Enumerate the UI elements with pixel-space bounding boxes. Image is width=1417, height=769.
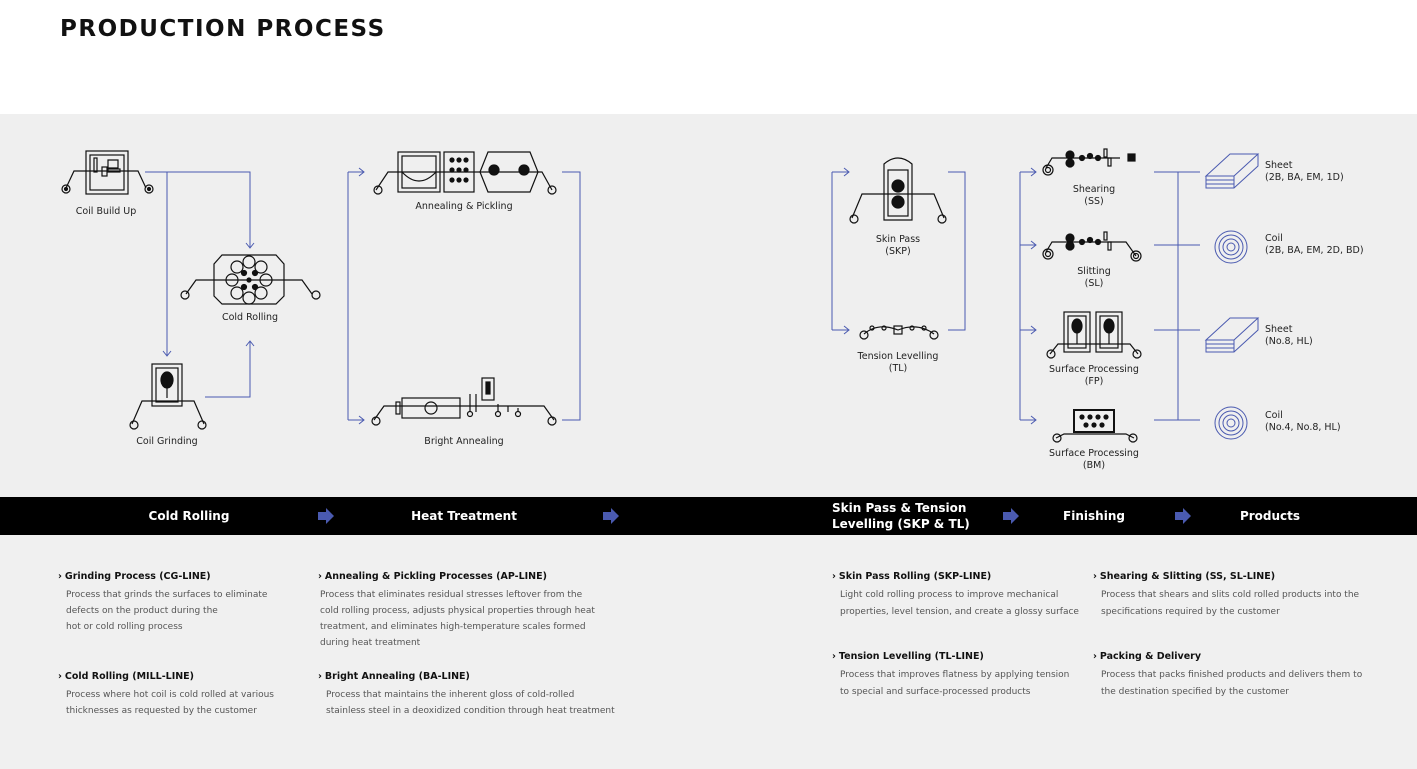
arrow-right-icon bbox=[1003, 508, 1019, 524]
shearing-line-icon bbox=[1042, 148, 1136, 176]
label-surface-processing-fp: Surface Processing(FP) bbox=[1049, 364, 1139, 388]
tension-levelling-name: Tension Levelling bbox=[857, 351, 939, 362]
sheet-icon bbox=[1204, 153, 1260, 189]
annealing-pickling-icon bbox=[373, 151, 557, 195]
desc-text: Process where hot coil is cold rolled at… bbox=[66, 690, 274, 716]
desc-grinding: ›Grinding Process (CG-LINE)Process that … bbox=[58, 571, 328, 635]
desc-shearing: ›Shearing & Slitting (SS, SL-LINE) Proces… bbox=[1093, 571, 1393, 621]
tension-levelling-code: (TL) bbox=[888, 363, 908, 374]
label-shearing: Shearing(SS) bbox=[1073, 184, 1115, 208]
desc-title: Tension Levelling (TL-LINE) bbox=[838, 651, 984, 662]
surface-fp-name: Surface Processing bbox=[1049, 364, 1139, 375]
surface-processing-fp-icon bbox=[1046, 311, 1142, 359]
product-name: Coil bbox=[1265, 410, 1283, 421]
label-bright-annealing: Bright Annealing bbox=[424, 436, 504, 447]
skin-pass-name: Skin Pass bbox=[875, 234, 921, 245]
product-grades: (2B, BA, EM, 2D, BD) bbox=[1265, 245, 1364, 256]
product-grades: (No.4, No.8, HL) bbox=[1265, 422, 1341, 433]
chevron-right-icon: › bbox=[58, 571, 62, 582]
chevron-right-icon: › bbox=[58, 671, 62, 682]
skin-pass-code: (SKP) bbox=[885, 246, 911, 257]
product-name: Sheet bbox=[1265, 160, 1293, 171]
shearing-name: Shearing bbox=[1072, 184, 1116, 195]
desc-title: Skin Pass Rolling (SKP-LINE) bbox=[838, 571, 992, 582]
chevron-right-icon: › bbox=[318, 671, 322, 682]
arrow-right-icon bbox=[1175, 508, 1191, 524]
slitting-line-icon bbox=[1042, 231, 1142, 262]
sheet-icon bbox=[1204, 317, 1260, 353]
desc-cold-rolling: ›Cold Rolling (MILL-LINE)Process where h… bbox=[58, 671, 328, 719]
product-coil-1: Coil(2B, BA, EM, 2D, BD) bbox=[1265, 233, 1364, 257]
slitting-code: (SL) bbox=[1084, 278, 1104, 289]
desc-text: Process that grinds the surfaces to elim… bbox=[66, 590, 268, 632]
desc-text: Process that maintains the inherent glos… bbox=[326, 690, 615, 716]
arrow-right-icon bbox=[318, 508, 334, 524]
desc-text: Light cold rolling process to improve me… bbox=[840, 590, 1079, 617]
product-sheet-2: Sheet(No.8, HL) bbox=[1265, 324, 1313, 348]
coil-icon bbox=[1214, 406, 1248, 440]
label-skin-pass: Skin Pass(SKP) bbox=[876, 234, 920, 258]
stage-skp-line1: Skin Pass & Tension bbox=[832, 501, 967, 515]
product-coil-2: Coil(No.4, No.8, HL) bbox=[1265, 410, 1341, 434]
label-cold-rolling: Cold Rolling bbox=[221, 312, 279, 323]
stage-finishing: Finishing bbox=[1063, 509, 1125, 523]
stage-skp-line2: Levelling (SKP & TL) bbox=[832, 517, 970, 531]
desc-title: Packing & Delivery bbox=[1099, 651, 1202, 662]
process-diagram: Coil Build Up Cold Rolling Coil Grinding… bbox=[0, 114, 1417, 497]
desc-text: Process that packs finished products and… bbox=[1101, 670, 1363, 697]
desc-skin-pass: ›Skin Pass Rolling (SKP-LINE)Light cold … bbox=[832, 571, 1102, 621]
stage-products: Products bbox=[1239, 509, 1301, 523]
cold-rolling-mill-icon bbox=[180, 254, 321, 305]
surface-bm-code: (BM) bbox=[1082, 460, 1106, 471]
product-grades: (2B, BA, EM, 1D) bbox=[1265, 172, 1344, 183]
shearing-code: (SS) bbox=[1084, 196, 1104, 207]
bright-annealing-icon bbox=[371, 377, 557, 426]
desc-title: Shearing & Slitting (SS, SL-LINE) bbox=[1099, 571, 1276, 582]
process-descriptions: ›Grinding Process (CG-LINE)Process that … bbox=[0, 535, 1417, 769]
skin-pass-mill-icon bbox=[849, 157, 947, 224]
chevron-right-icon: › bbox=[1093, 651, 1097, 662]
chevron-right-icon: › bbox=[1093, 571, 1097, 582]
coil-build-up-icon bbox=[61, 150, 154, 195]
desc-title: Grinding Process (CG-LINE) bbox=[64, 571, 211, 582]
label-tension-levelling: Tension Levelling(TL) bbox=[858, 351, 939, 375]
product-sheet-1: Sheet(2B, BA, EM, 1D) bbox=[1265, 160, 1344, 184]
chevron-right-icon: › bbox=[832, 651, 836, 662]
label-slitting: Slitting(SL) bbox=[1077, 266, 1110, 290]
desc-title: Bright Annealing (BA-LINE) bbox=[324, 671, 470, 682]
slitting-name: Slitting bbox=[1077, 266, 1111, 277]
desc-tension-levelling: ›Tension Levelling (TL-LINE)Process that… bbox=[832, 651, 1102, 701]
page-title: PRODUCTION PROCESS bbox=[60, 16, 386, 42]
desc-text: Process that improves flatness by applyi… bbox=[840, 670, 1070, 697]
desc-text: Process that shears and slits cold rolle… bbox=[1101, 590, 1360, 617]
product-grades: (No.8, HL) bbox=[1265, 336, 1313, 347]
arrow-right-icon bbox=[603, 508, 619, 524]
surface-fp-code: (FP) bbox=[1084, 376, 1104, 387]
label-annealing-pickling: Annealing & Pickling bbox=[415, 201, 513, 212]
label-coil-build-up: Coil Build Up bbox=[75, 206, 137, 217]
label-coil-grinding: Coil Grinding bbox=[136, 436, 198, 447]
desc-bright-annealing: ›Bright Annealing (BA-LINE) Process that … bbox=[318, 671, 618, 719]
tension-levelling-icon bbox=[859, 325, 939, 340]
product-name: Sheet bbox=[1265, 324, 1293, 335]
chevron-right-icon: › bbox=[832, 571, 836, 582]
coil-grinding-icon bbox=[129, 363, 207, 430]
flow-connectors bbox=[145, 167, 1200, 425]
desc-annealing: ›Annealing & Pickling Processes (AP-LINE… bbox=[318, 571, 618, 651]
product-name: Coil bbox=[1265, 233, 1283, 244]
surface-processing-bm-icon bbox=[1052, 409, 1138, 443]
label-surface-processing-bm: Surface Processing(BM) bbox=[1049, 448, 1139, 472]
desc-title: Cold Rolling (MILL-LINE) bbox=[64, 671, 195, 682]
coil-icon bbox=[1214, 230, 1248, 264]
chevron-right-icon: › bbox=[318, 571, 322, 582]
stage-bar: Cold Rolling Heat Treatment Skin Pass & … bbox=[0, 497, 1417, 535]
stage-heat-treatment: Heat Treatment bbox=[411, 509, 517, 523]
surface-bm-name: Surface Processing bbox=[1049, 448, 1139, 459]
desc-title: Annealing & Pickling Processes (AP-LINE) bbox=[324, 571, 547, 582]
desc-text: Process that eliminates residual stresse… bbox=[320, 590, 595, 648]
stage-cold-rolling: Cold Rolling bbox=[148, 509, 230, 523]
